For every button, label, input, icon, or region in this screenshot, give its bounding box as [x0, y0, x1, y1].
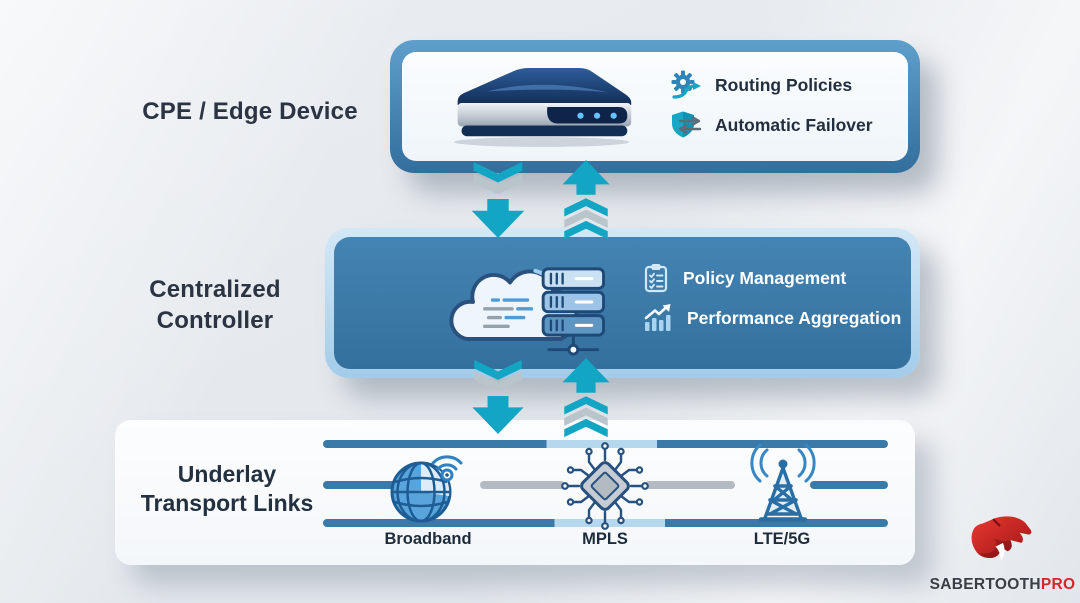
transport-rail-middle-segment: [810, 481, 888, 489]
underlay-row-label: Underlay Transport Links: [140, 461, 314, 516]
centralized-controller-box: Policy Management Performance Aggregat: [325, 228, 920, 378]
feature-label: Performance Aggregation: [687, 307, 902, 328]
logo-wordmark: SABERTOOTHPRO: [925, 576, 1080, 594]
controller-row-label: Centralized Controller: [149, 276, 281, 335]
globe-wifi-icon: [390, 455, 463, 523]
feature-performance-aggregation: Performance Aggregation: [642, 303, 901, 333]
transport-rail-middle-segment: [480, 481, 565, 489]
downlink-arrow-icon: [471, 162, 525, 238]
cloud-server-illustration: [438, 239, 623, 370]
cpe-row-label: CPE / Edge Device: [142, 98, 358, 125]
sabertooth-tiger-icon: [971, 516, 1031, 561]
cpe-feature-list: Routing Policies Automatic Failover: [670, 70, 873, 140]
logo-suffix-text: PRO: [1040, 576, 1076, 593]
sabertooth-logo: SABERTOOTHPRO: [925, 514, 1080, 594]
underlay-transport-panel: Underlay Transport Links: [115, 420, 915, 565]
uplink-arrow-icon: [562, 358, 610, 438]
feature-automatic-failover: Automatic Failover: [670, 110, 873, 140]
cpe-edge-device-box: Routing Policies Automatic Failover: [390, 40, 920, 173]
downlink-arrow-icon: [472, 360, 524, 434]
feature-label: Policy Management: [683, 267, 847, 288]
cell-tower-icon: [750, 443, 816, 522]
transport-rail-middle-segment: [323, 481, 395, 489]
router-device-icon: [453, 67, 632, 147]
transport-rail-middle-segment: [645, 481, 735, 489]
logo-brand-text: SABERTOOTH: [929, 576, 1041, 593]
chart-growth-icon: [644, 304, 671, 331]
controller-feature-list: Policy Management Performance Aggregat: [642, 263, 901, 333]
feature-routing-policies: Routing Policies: [670, 70, 873, 100]
chip-circuit-icon: [561, 442, 649, 530]
mpls-link: [559, 440, 651, 537]
shield-failover-icon: [672, 111, 702, 138]
controller-box-inner: Policy Management Performance Aggregat: [334, 237, 911, 369]
link-label-mpls: MPLS: [582, 530, 628, 548]
uplink-arrow-icon: [562, 160, 610, 240]
clipboard-checklist-icon: [644, 264, 668, 293]
edge-router-illustration: [444, 62, 639, 153]
cpe-box-inner: Routing Policies Automatic Failover: [402, 52, 908, 161]
cloud-server-icon: [449, 267, 605, 356]
link-label-lte5g: LTE/5G: [753, 530, 811, 548]
feature-label: Automatic Failover: [715, 114, 873, 135]
broadband-link: [383, 446, 469, 531]
feature-label: Routing Policies: [715, 74, 853, 95]
link-label-broadband: Broadband: [384, 530, 472, 548]
gear-route-icon: [671, 70, 701, 99]
feature-policy-management: Policy Management: [642, 263, 901, 293]
lte-5g-link: [741, 443, 825, 533]
